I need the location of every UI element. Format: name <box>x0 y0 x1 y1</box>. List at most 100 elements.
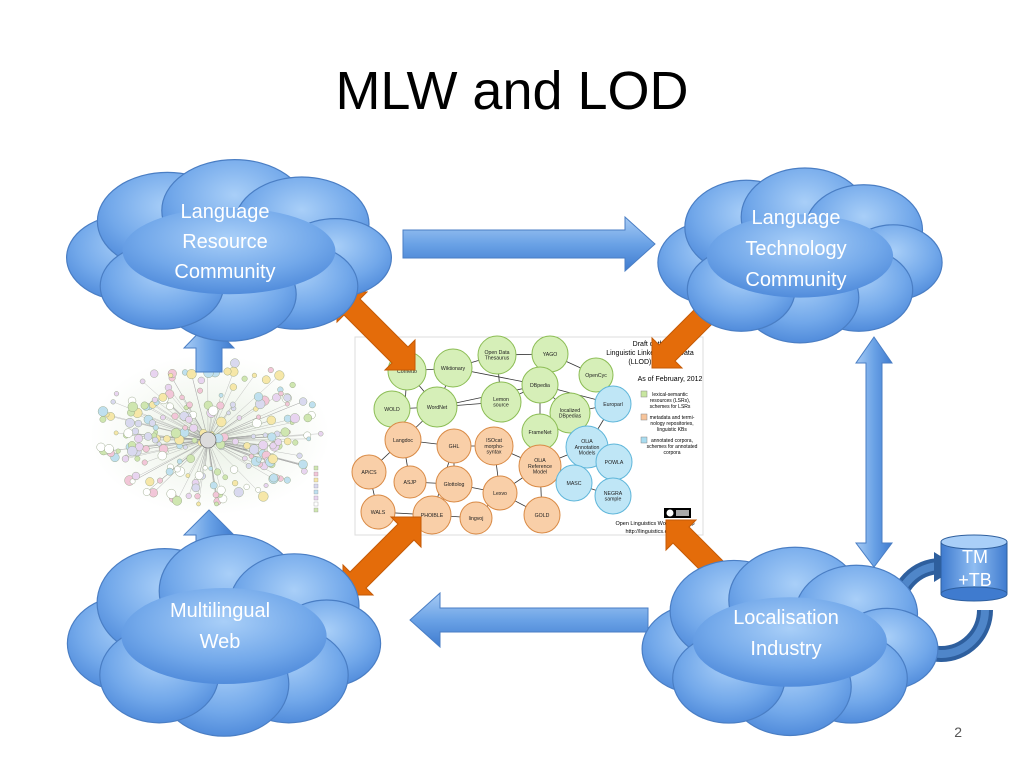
orange-arrow-bottom-left <box>342 516 422 596</box>
cloud-language-resource <box>65 159 392 342</box>
llod-node-circle <box>594 385 632 423</box>
llod-node-label: MASC <box>567 481 582 487</box>
lod-thumb-node <box>208 466 213 471</box>
lod-thumb-node <box>129 478 136 485</box>
llod-node-label: WOLD <box>384 407 400 413</box>
llod-node-label: Open Data <box>484 350 509 356</box>
llod-node-label: Lexvo <box>493 491 507 497</box>
lod-thumb-node <box>131 471 141 481</box>
lod-thumb-node <box>121 455 130 463</box>
lod-thumb-node <box>148 419 156 427</box>
cloud-label-multilingual-web-1: Multilingual <box>170 600 270 622</box>
llod-node-circle <box>435 465 473 503</box>
llod-node-circle <box>412 495 452 535</box>
llod-node-label: sample <box>605 497 622 503</box>
llod-node-circle <box>549 392 591 434</box>
lod-thumb-node <box>258 491 269 502</box>
lod-thumb-link <box>153 439 209 493</box>
lod-thumb-link <box>149 406 209 441</box>
lod-thumb-node <box>256 414 261 420</box>
lod-thumb-node <box>216 401 225 410</box>
legend-1-line-1: lexical-semantic <box>652 392 688 398</box>
lod-thumb-node <box>318 431 324 437</box>
lod-thumb-node <box>170 428 181 439</box>
lod-thumb-node <box>269 473 279 483</box>
lod-thumb-node <box>185 416 193 424</box>
lod-cloud-thumbnail <box>90 355 330 515</box>
lod-thumb-link <box>176 439 209 501</box>
lod-thumb-node <box>289 381 296 389</box>
llod-node-circle <box>578 357 614 393</box>
lod-thumb-node <box>229 383 237 391</box>
lod-thumb-node <box>251 372 257 378</box>
lod-thumb-node <box>174 465 181 473</box>
lod-thumb-node <box>99 416 107 423</box>
cloud-multilingual-web <box>66 533 382 737</box>
legend-swatch-orange <box>640 413 648 421</box>
lod-thumb-node <box>145 477 155 487</box>
llod-node: PHOIBLE <box>412 495 452 535</box>
llod-node-circle <box>351 454 387 490</box>
lod-thumb-node <box>113 391 120 397</box>
lod-thumb-node <box>186 401 193 408</box>
lod-thumb-node <box>115 448 121 454</box>
lod-thumb-node <box>151 436 159 444</box>
lod-thumb-link <box>207 375 280 441</box>
lod-thumb-node <box>292 439 299 446</box>
lod-thumb-node <box>284 401 290 407</box>
llod-node-label: Langdoc <box>393 438 413 444</box>
llod-node-label: OLiA <box>534 458 546 464</box>
lod-thumb-node <box>283 393 292 402</box>
lod-thumb-node <box>209 481 218 490</box>
llod-node-label: NEGRA <box>604 491 623 497</box>
llod-node-label: OLiA <box>581 439 593 445</box>
llod-node-circle <box>518 444 562 488</box>
lod-thumb-link <box>153 403 209 441</box>
llod-node: ASJP <box>393 465 427 499</box>
lod-thumb-node <box>165 467 174 476</box>
lod-thumb-link <box>191 374 209 441</box>
lod-thumb-link <box>130 412 209 441</box>
lod-thumb-node <box>166 402 174 411</box>
lod-thumb-node <box>262 432 268 438</box>
lod-thumb-node <box>131 427 139 435</box>
lod-thumb-node <box>250 433 257 440</box>
lod-thumb-node <box>152 424 159 431</box>
lod-thumb-node <box>151 396 158 403</box>
lod-thumb-node <box>298 397 308 406</box>
llod-node-circle <box>594 477 632 515</box>
lod-thumb-node <box>189 423 198 433</box>
llod-title: Draft of the Linguistic Linked Open Data… <box>606 341 702 383</box>
cc-badge <box>664 508 691 518</box>
lod-thumb-node <box>172 495 182 506</box>
lod-thumb-node <box>283 476 291 484</box>
lod-thumb-legend-swatch <box>313 465 319 471</box>
cloud-label-language-resource-2: Resource <box>182 231 268 253</box>
llod-node-label: Wiktionary <box>441 366 466 372</box>
lod-thumb-node <box>134 419 143 428</box>
cloud-localisation-industry <box>641 546 939 737</box>
llod-node-label: GOLD <box>535 513 550 519</box>
legend-2-line-3: linguistic KBs <box>657 427 687 433</box>
llod-node-label: Thesaurus <box>485 356 510 362</box>
lod-thumb-node <box>263 483 269 488</box>
lod-thumb-node <box>208 405 219 416</box>
lod-thumb-node <box>168 373 174 378</box>
lod-thumb-hub <box>199 431 217 449</box>
legend-2-line-1: metadata and termi- <box>650 415 695 421</box>
lod-thumb-node <box>191 483 201 493</box>
lod-thumb-node <box>194 471 204 480</box>
lod-thumb-node <box>229 465 239 474</box>
lod-thumb-node <box>222 474 229 481</box>
lod-thumb-node <box>267 367 274 374</box>
lod-thumb-link <box>207 439 218 502</box>
llod-node: POWLA <box>595 443 633 481</box>
lod-thumb-node <box>252 418 262 428</box>
lod-thumb-link <box>152 404 209 441</box>
